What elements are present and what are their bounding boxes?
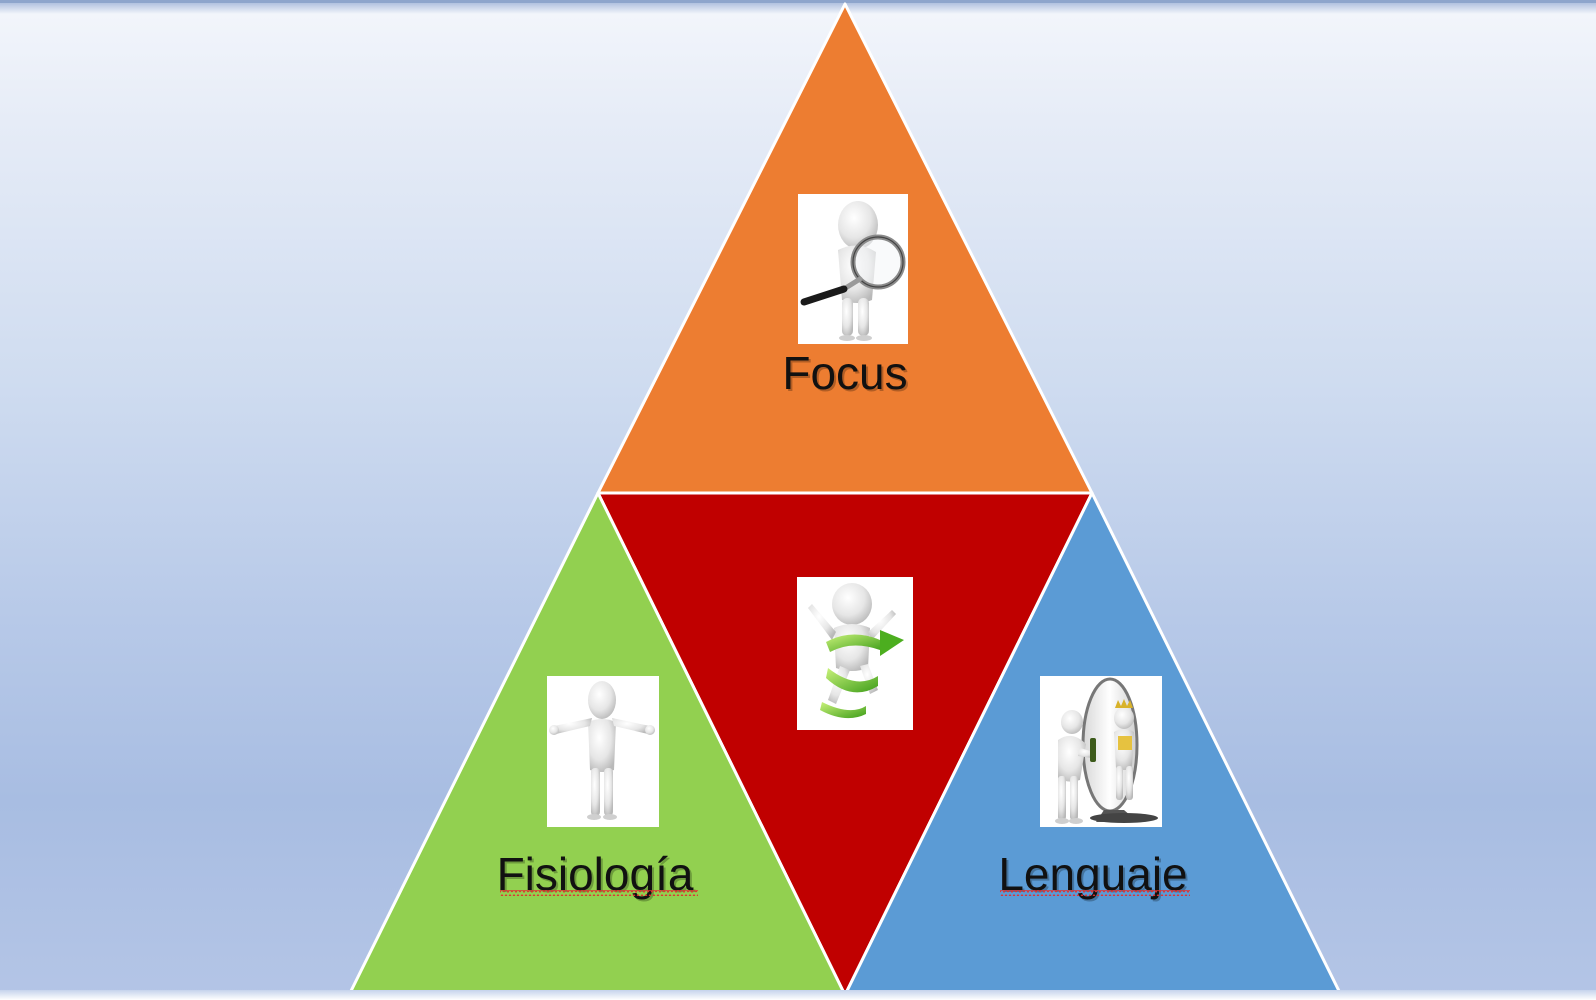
top-label-shadow: Focus bbox=[784, 349, 909, 401]
right-spellcheck-underline bbox=[1000, 890, 1190, 896]
svg-text:Focus: Focus bbox=[784, 349, 909, 401]
magnifying-glass-figure-icon[interactable] bbox=[798, 194, 908, 344]
right-label-group: Lenguaje Lenguaje bbox=[998, 848, 1190, 902]
slide-top-border bbox=[0, 0, 1596, 3]
left-label-group: Fisiología Fisiología bbox=[497, 848, 698, 902]
top-label-group: Focus Focus bbox=[782, 347, 909, 401]
left-spellcheck-underline bbox=[500, 890, 698, 896]
jumping-figure-arrow-icon[interactable] bbox=[797, 577, 913, 730]
slide-bottom-border bbox=[0, 990, 1596, 1000]
arms-open-figure-icon[interactable] bbox=[547, 676, 659, 827]
top-label: Focus bbox=[782, 347, 907, 399]
mirror-king-figure-icon[interactable] bbox=[1040, 676, 1162, 827]
